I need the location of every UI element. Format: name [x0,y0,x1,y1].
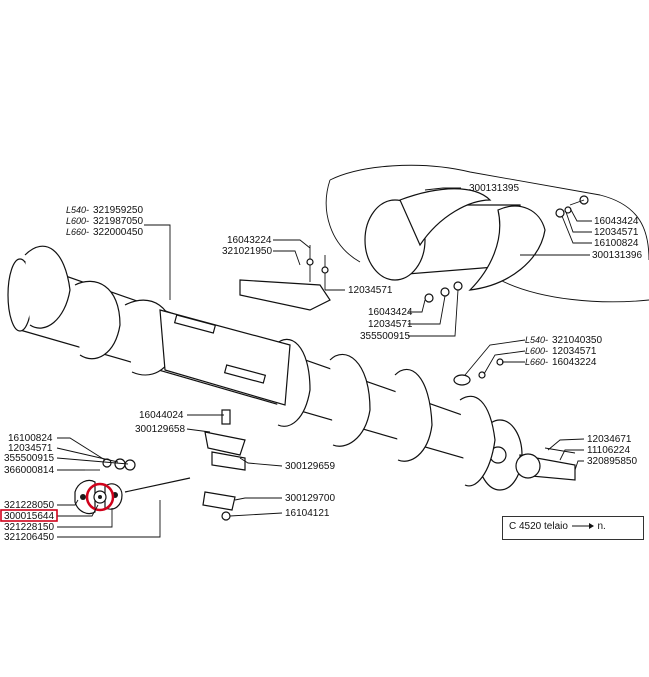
label-16044024: 16044024 [139,410,184,421]
label-16043224-top: 16043224 [227,235,272,246]
label-300131395: 300131395 [469,183,519,194]
label-320895850: 320895850 [587,456,637,467]
prefix-l660-top: L660- [66,227,89,237]
label-11106224: 11106224 [587,445,630,456]
label-366000814: 366000814 [4,465,54,476]
prefix-l660-r: L660- [525,357,548,367]
label-321228150: 321228150 [4,522,54,533]
part-labels: 300131395 16043424 12034571 16100824 300… [0,183,642,543]
highlight-label-box [0,509,58,522]
trough-plate [159,309,291,406]
label-321040350: 321040350 [552,335,602,346]
label-16043424-mid: 16043424 [368,307,413,318]
prefix-l600-r: L600- [525,346,548,356]
legend-box: C 4520 telaio n. [502,516,644,540]
label-12034571-r: 12034571 [552,346,597,357]
prefix-l540-r: L540- [525,335,548,345]
arrow-right-icon [571,523,594,530]
label-12034571-l: 12034571 [8,443,53,454]
label-355500915-l: 355500915 [4,453,54,464]
label-300129658: 300129658 [135,424,185,435]
label-322000450: 322000450 [93,227,143,238]
prefix-l540-top: L540- [66,205,89,215]
label-16100824-tr: 16100824 [594,238,639,249]
upper-shaft [364,188,546,291]
label-300015644[interactable]: 300015644 [4,511,54,522]
label-12034571-tr: 12034571 [594,227,639,238]
highlight-circle[interactable] [85,482,115,512]
label-321987050: 321987050 [93,216,143,227]
label-321206450: 321206450 [4,532,54,543]
leader-lines [56,187,592,538]
label-321228050: 321228050 [4,500,54,511]
legend-suffix: n. [597,521,606,532]
hardware-small-parts [85,195,589,521]
label-300129700: 300129700 [285,493,335,504]
label-321021950: 321021950 [222,246,272,257]
highlighted-part[interactable] [85,482,115,512]
label-12034571-top: 12034571 [348,285,393,296]
top-bracket [239,245,331,311]
prefix-l600-top: L600- [66,216,89,226]
label-355500915-mid: 355500915 [360,331,410,342]
label-300131396: 300131396 [592,250,642,261]
label-16100824-l: 16100824 [8,433,53,444]
label-12034671: 12034671 [587,434,632,445]
label-300129659: 300129659 [285,461,335,472]
label-321959250: 321959250 [93,205,143,216]
frame-outline [325,164,649,303]
legend-label: C 4520 telaio [509,521,568,532]
label-12034571-mid: 12034571 [368,319,413,330]
label-16104121: 16104121 [285,508,330,519]
label-16043224-r: 16043224 [552,357,597,368]
label-16043424-tr: 16043424 [594,216,639,227]
legend-text: C 4520 telaio n. [509,521,606,532]
